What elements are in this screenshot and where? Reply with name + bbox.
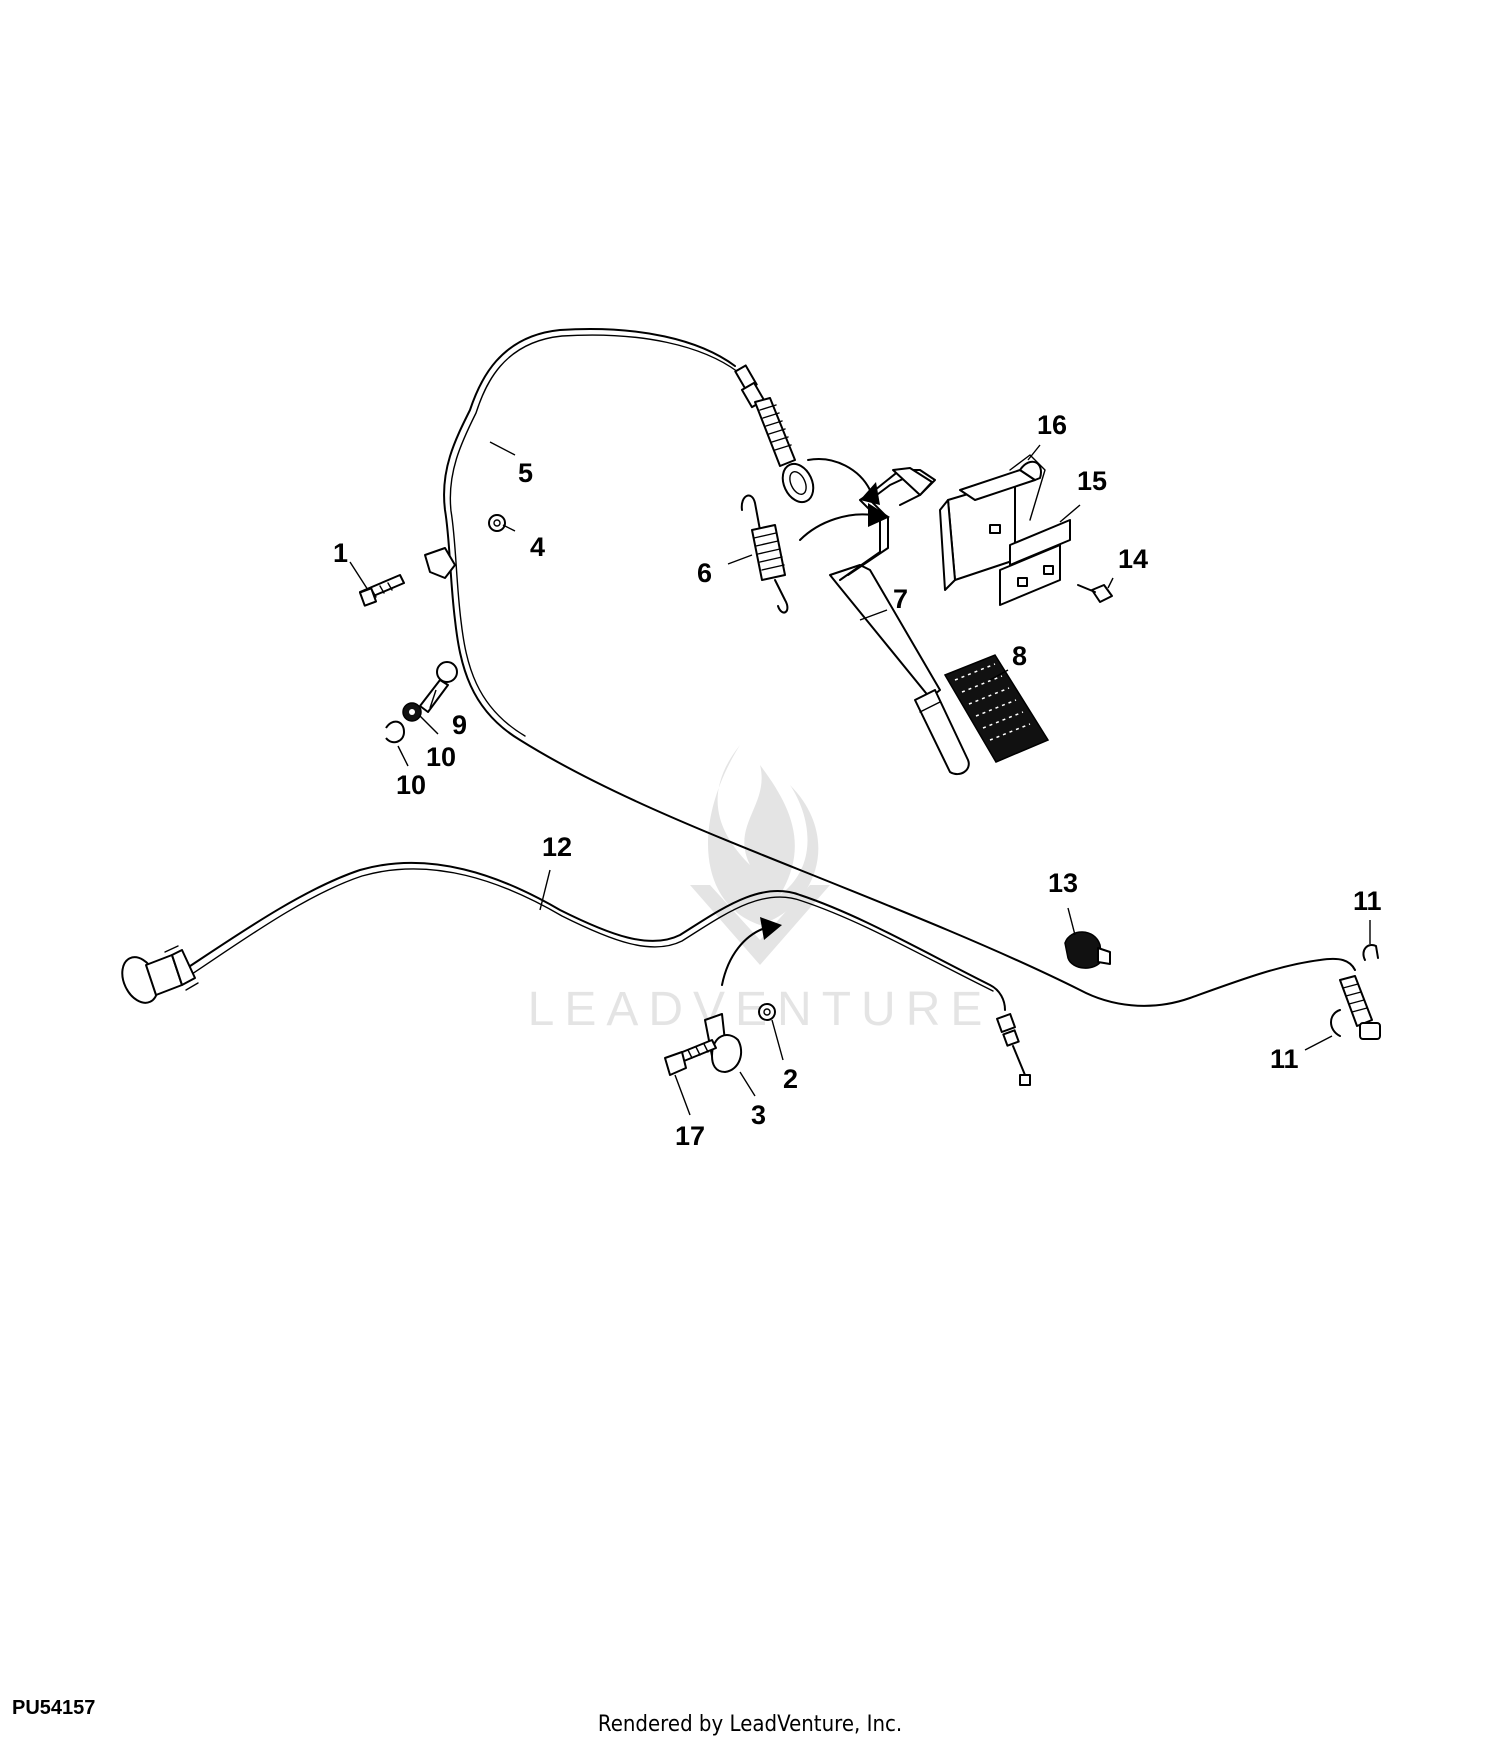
callout-9: 9 [452, 710, 467, 740]
callout-5: 5 [518, 458, 533, 488]
grommet-13 [1064, 931, 1111, 969]
pin-9 [419, 661, 458, 713]
plate-15 [999, 519, 1071, 606]
callout-12: 12 [542, 832, 572, 862]
curved-arrow-icon [799, 503, 890, 541]
callout-10a: 10 [426, 742, 456, 772]
callout-3: 3 [751, 1100, 766, 1130]
chevron-logo-icon [690, 885, 830, 965]
choke-knob [121, 945, 199, 1004]
nut-4 [488, 514, 506, 532]
cable-5-upper-end-fitting [734, 364, 815, 504]
bolt-17 [664, 1039, 717, 1076]
washer-10b [385, 720, 405, 744]
callout-14: 14 [1118, 544, 1148, 574]
callout-11b: 11 [1270, 1044, 1299, 1074]
clip-11a [1362, 944, 1379, 961]
callout-17: 17 [675, 1121, 705, 1151]
callout-15: 15 [1077, 466, 1107, 496]
callout-1: 1 [333, 538, 348, 568]
callout-16: 16 [1037, 410, 1067, 440]
pedal-lever-7 [829, 467, 970, 776]
spring-6 [740, 494, 789, 614]
nut-2 [758, 1003, 776, 1021]
clip-11b [1330, 1009, 1341, 1037]
cable-5 [424, 328, 1381, 1040]
flame-logo-icon [707, 745, 819, 925]
callout-11a: 11 [1353, 886, 1382, 916]
callout-labels: 1 2 3 4 5 6 7 8 9 10 10 11 11 12 13 14 1… [333, 410, 1382, 1151]
curved-arrow-icon [807, 458, 880, 505]
bolt-14 [1077, 584, 1113, 603]
callout-7: 7 [893, 584, 908, 614]
figure-id: PU54157 [12, 1697, 96, 1719]
screw-1 [358, 574, 405, 607]
curved-arrow-icon [721, 917, 782, 986]
callout-10b: 10 [396, 770, 426, 800]
washer-10a [402, 702, 422, 722]
render-credit: Rendered by LeadVenture, Inc. [597, 1712, 903, 1737]
leader-lines [349, 441, 1371, 1116]
pedal-pad-8 [943, 654, 1050, 763]
cable-12 [121, 861, 1031, 1086]
callout-4: 4 [530, 532, 545, 562]
leadventure-watermark: LEADVENTURE [490, 735, 1030, 1036]
cable-clamp [424, 547, 456, 579]
callout-8: 8 [1012, 641, 1027, 671]
cable-5-lower-end-fitting [1339, 975, 1381, 1040]
watermark-text: LEADVENTURE [528, 983, 993, 1035]
bracket-16 [939, 454, 1046, 591]
callout-2: 2 [783, 1064, 798, 1094]
callout-6: 6 [697, 558, 712, 588]
callout-13: 13 [1048, 868, 1078, 898]
cable-12-end [996, 1013, 1031, 1086]
